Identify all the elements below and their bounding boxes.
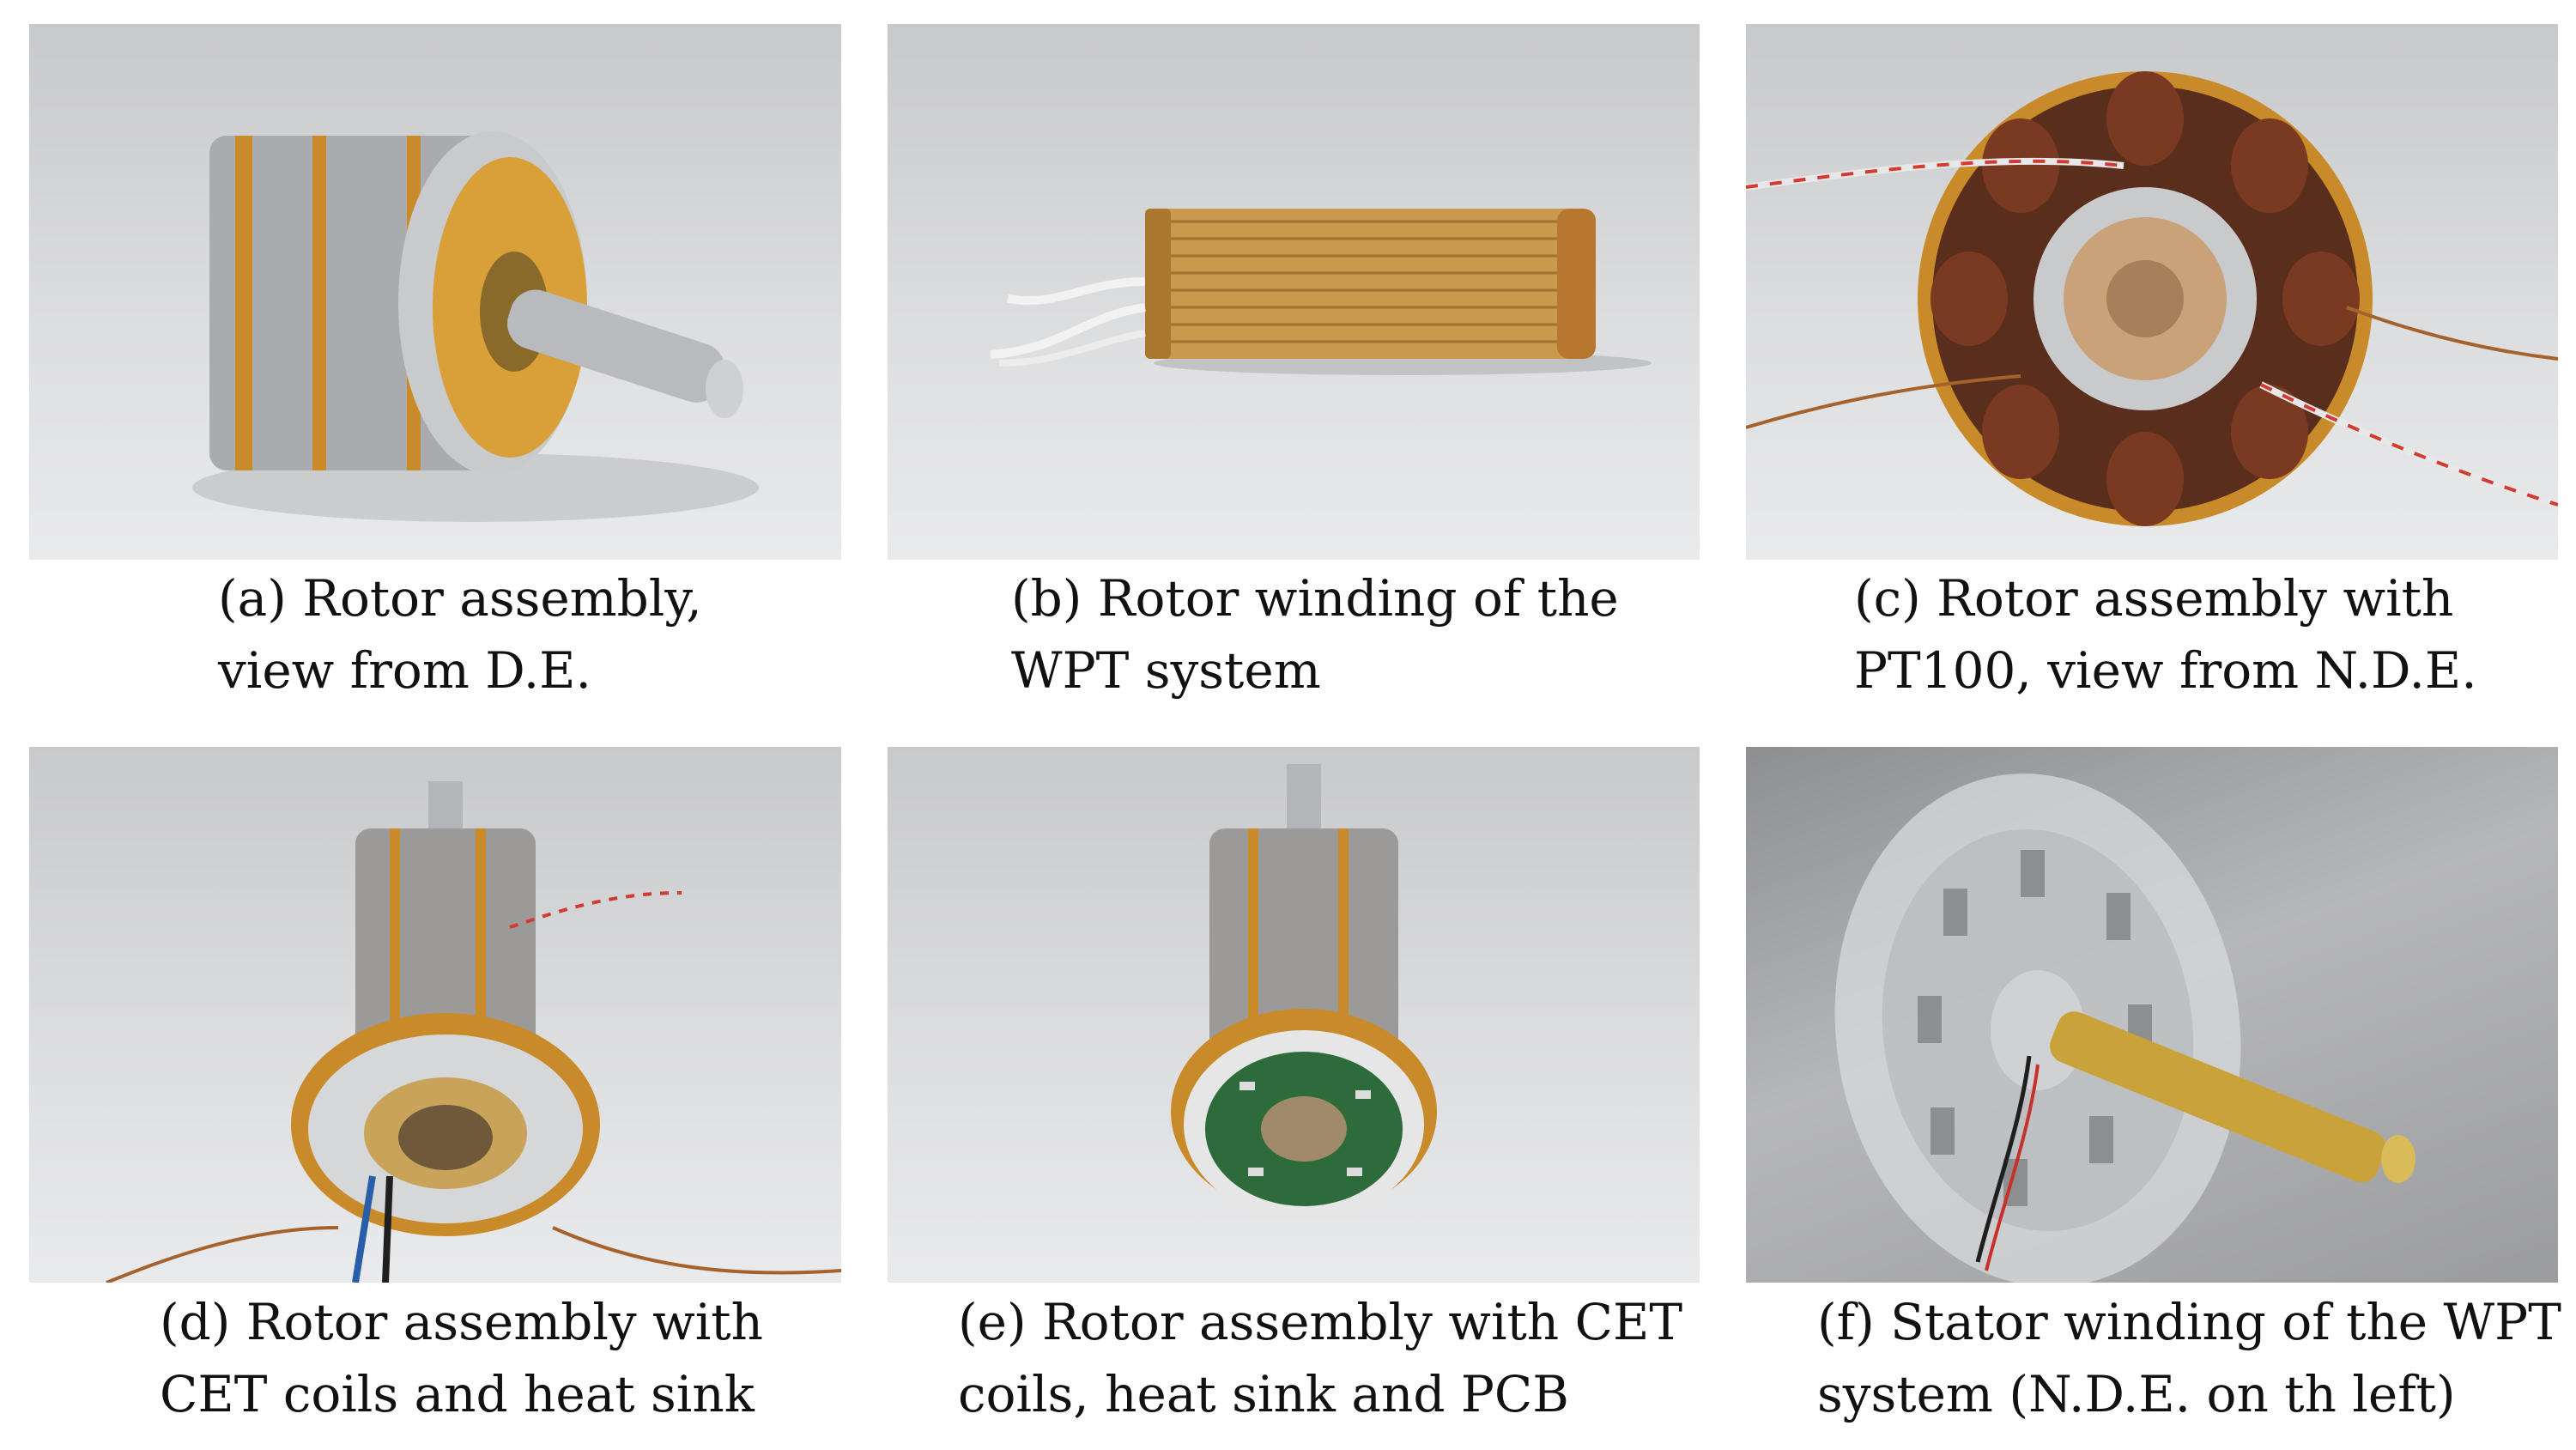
photo-stator-winding: [1746, 747, 2558, 1283]
caption-d: (d) Rotor assembly with CET coils and he…: [160, 1286, 763, 1430]
caption-c-line-1: (c) Rotor assembly with: [1854, 569, 2454, 628]
caption-a: (a) Rotor assembly, view from D.E.: [218, 562, 702, 707]
caption-f: (f) Stator winding of the WPT system (N.…: [1817, 1286, 2561, 1430]
rotor-cet-illustration: [106, 781, 841, 1283]
caption-f-line-2: system (N.D.E. on th left): [1817, 1365, 2456, 1423]
caption-b-line-1: (b) Rotor winding of the: [1011, 569, 1619, 628]
caption-c-line-2: PT100, view from N.D.E.: [1854, 641, 2477, 700]
caption-e: (e) Rotor assembly with CET coils, heat …: [958, 1286, 1682, 1430]
photo-rotor-pt100: [1746, 24, 2558, 560]
caption-f-line-1: (f) Stator winding of the WPT: [1817, 1293, 2561, 1351]
photo-rotor-pcb: [888, 747, 1700, 1283]
rotor-winding-illustration: [990, 209, 1652, 375]
caption-c: (c) Rotor assembly with PT100, view from…: [1854, 562, 2477, 707]
caption-b: (b) Rotor winding of the WPT system: [1011, 562, 1619, 707]
caption-b-line-2: WPT system: [1011, 641, 1321, 700]
rotor-pt100-illustration: [1746, 71, 2558, 526]
rotor-assembly-illustration: [192, 131, 759, 522]
photo-rotor-cet-heatsink: [29, 747, 841, 1283]
caption-e-line-1: (e) Rotor assembly with CET: [958, 1293, 1683, 1351]
photo-rotor-winding: [888, 24, 1700, 560]
caption-d-line-1: (d) Rotor assembly with: [160, 1293, 763, 1351]
stator-winding-illustration: [1834, 774, 2415, 1283]
caption-a-line-2: view from D.E.: [218, 641, 591, 700]
rotor-pcb-illustration: [1171, 764, 1437, 1219]
caption-a-line-1: (a) Rotor assembly,: [218, 569, 702, 628]
caption-d-line-2: CET coils and heat sink: [160, 1365, 755, 1423]
caption-e-line-2: coils, heat sink and PCB: [958, 1365, 1569, 1423]
photo-rotor-assembly-de: [29, 24, 841, 560]
